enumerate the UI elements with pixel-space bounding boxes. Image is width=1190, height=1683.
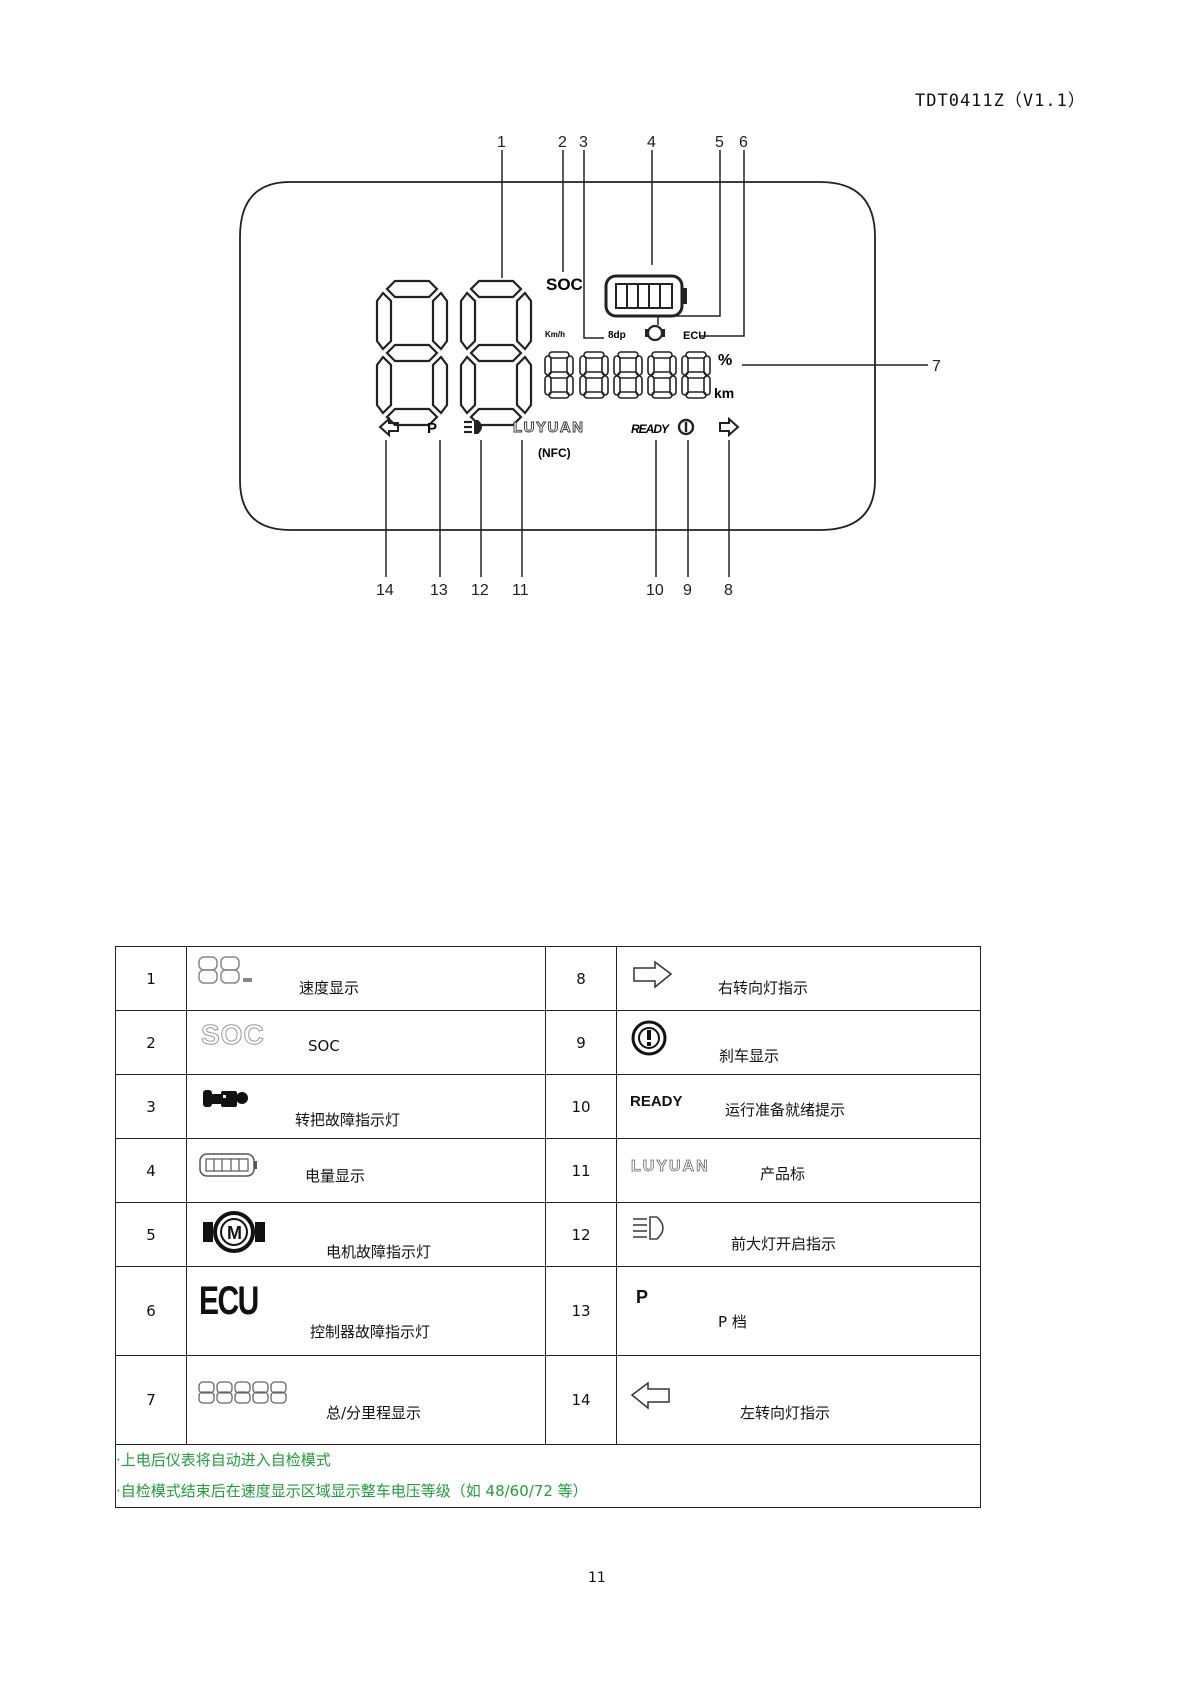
- callout-13: 13: [430, 582, 448, 599]
- luyuan-logo-icon: LUYUAN: [631, 1158, 710, 1176]
- row-label: 总/分里程显示: [326, 1404, 422, 1422]
- row-number: 11: [545, 1138, 617, 1203]
- odometer-digits-icon: [198, 1381, 287, 1404]
- lcd-headlight-icon: [464, 420, 482, 434]
- row-number: 12: [545, 1202, 617, 1267]
- brake-warning-icon: [631, 1020, 667, 1056]
- svg-text:M: M: [227, 1223, 242, 1243]
- callout-2: 2: [558, 134, 567, 151]
- callout-11: 11: [512, 582, 529, 599]
- table-row: 4 电量显示 11 LUYUAN 产品标: [115, 1138, 981, 1203]
- odo-digit-3: [613, 351, 643, 399]
- callout-10: 10: [646, 582, 664, 599]
- lcd-percent: %: [718, 352, 732, 369]
- row-number: 2: [115, 1010, 187, 1075]
- callout-12: 12: [471, 582, 489, 599]
- table-row: 7 总/分里程显示 14 左转向灯指示: [115, 1355, 981, 1445]
- odo-digit-1: [544, 351, 574, 399]
- callout-7: 7: [932, 358, 941, 375]
- row-label: 电量显示: [305, 1167, 366, 1185]
- lcd-handle-fault-label: 8dp: [608, 330, 626, 341]
- row-label: 右转向灯指示: [718, 979, 809, 997]
- lcd-ready: READY: [631, 422, 670, 436]
- lcd-soc-label: SOC: [546, 275, 583, 294]
- p-gear-icon: P: [636, 1287, 649, 1307]
- row-label: 速度显示: [299, 979, 360, 997]
- soc-text-icon: SOC: [201, 1019, 265, 1051]
- row-label: 前大灯开启指示: [731, 1235, 837, 1253]
- odo-digit-2: [579, 351, 609, 399]
- row-number: 5: [115, 1202, 187, 1267]
- notes-row: ·上电后仪表将自动进入自检模式 ·自检模式结束后在速度显示区域显示整车电压等级（…: [115, 1444, 981, 1508]
- lcd-brand: LUYUAN: [513, 419, 585, 436]
- row-number: 6: [115, 1266, 187, 1356]
- motor-fault-icon: M: [203, 1211, 265, 1253]
- row-number: 9: [545, 1010, 617, 1075]
- speed-digits-icon: [198, 956, 252, 984]
- lcd-speed-unit: Km/h: [545, 330, 565, 339]
- document-code: TDT0411Z（V1.1）: [915, 91, 1086, 111]
- lcd-diagram: SOC Km/h 8dp ECU % km P LUYUAN (NFC) REA…: [239, 134, 941, 599]
- row-number: 1: [115, 946, 187, 1011]
- indicator-table: 1 速度显示 8 右转向灯指示 2 SOC SOC 9: [115, 946, 981, 1508]
- callout-3: 3: [579, 134, 588, 151]
- right-arrow-icon: [633, 960, 673, 989]
- callout-14: 14: [376, 582, 394, 599]
- row-number: 8: [545, 946, 617, 1011]
- row-label: 转把故障指示灯: [295, 1111, 401, 1129]
- table-row: 6 ECU 控制器故障指示灯 13 P P 档: [115, 1266, 981, 1356]
- row-number: 10: [545, 1074, 617, 1139]
- lcd-km-unit: km: [714, 385, 734, 401]
- callout-1: 1: [497, 134, 506, 151]
- callout-6: 6: [739, 134, 748, 151]
- row-label: 控制器故障指示灯: [310, 1323, 431, 1341]
- lcd-battery-icon: [604, 274, 687, 318]
- note-line: ·自检模式结束后在速度显示区域显示整车电压等级（如 48/60/72 等）: [116, 1482, 588, 1500]
- speed-digit-2: [459, 279, 533, 427]
- table-row: 1 速度显示 8 右转向灯指示: [115, 946, 981, 1011]
- callout-4: 4: [647, 134, 656, 151]
- lcd-frame: [239, 181, 876, 531]
- page-number: 11: [588, 1570, 606, 1586]
- row-number: 14: [545, 1355, 617, 1445]
- row-number: 13: [545, 1266, 617, 1356]
- lcd-right-arrow-icon: [719, 416, 740, 438]
- row-label: 电机故障指示灯: [326, 1243, 432, 1261]
- ready-text-icon: READY: [630, 1093, 683, 1110]
- left-arrow-icon: [630, 1381, 670, 1410]
- table-row: 3 转把故障指示灯 10 READY 运行准备就绪提示: [115, 1074, 981, 1139]
- headlight-icon: [633, 1216, 664, 1240]
- battery-icon: [199, 1153, 257, 1177]
- row-label: P 档: [718, 1313, 747, 1331]
- row-number: 4: [115, 1138, 187, 1203]
- lcd-brake-icon: [677, 418, 695, 436]
- table-row: 2 SOC SOC 9 刹车显示: [115, 1010, 981, 1075]
- lcd-p-gear: P: [427, 420, 437, 437]
- lcd-motor-icon: [645, 324, 665, 342]
- row-number: 3: [115, 1074, 187, 1139]
- lcd-left-arrow-icon: [378, 416, 399, 438]
- row-label: SOC: [308, 1037, 340, 1055]
- lcd-nfc: (NFC): [538, 446, 571, 460]
- row-label: 运行准备就绪提示: [725, 1101, 846, 1119]
- ecu-text-icon: ECU: [199, 1279, 259, 1323]
- callout-9: 9: [683, 582, 692, 599]
- odo-digit-4: [647, 351, 677, 399]
- note-line: ·上电后仪表将自动进入自检模式: [116, 1451, 331, 1469]
- row-label: 左转向灯指示: [740, 1404, 831, 1422]
- lcd-ecu-label: ECU: [683, 330, 706, 342]
- table-row: 5 M 电机故障指示灯 12 前大灯开启指示: [115, 1202, 981, 1267]
- row-label: 刹车显示: [719, 1047, 780, 1065]
- handle-fault-icon: [203, 1090, 248, 1107]
- row-label: 产品标: [760, 1165, 806, 1183]
- row-number: 7: [115, 1355, 187, 1445]
- speed-digit-1: [375, 279, 449, 427]
- callout-5: 5: [715, 134, 724, 151]
- callout-8: 8: [724, 582, 733, 599]
- odo-digit-5: [681, 351, 711, 399]
